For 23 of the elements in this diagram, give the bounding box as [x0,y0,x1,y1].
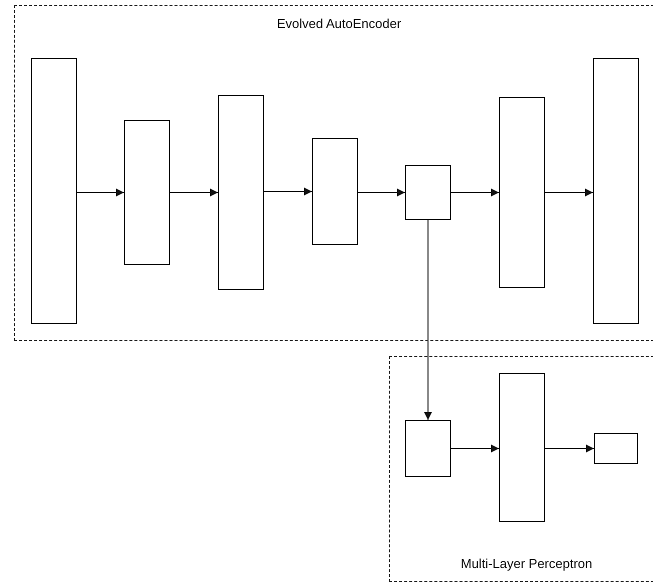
arrow [76,188,124,196]
dashed-group-frame [389,356,653,582]
arrow [264,188,312,196]
group-title: Evolved AutoEncoder [276,16,402,31]
layer-box [218,95,264,290]
arrow [544,188,594,196]
dashed-group-frame [14,5,653,341]
layer-box [499,373,545,522]
layer-box [312,138,358,245]
layer-box [31,58,77,324]
arrow [450,444,500,452]
layer-box [499,97,545,288]
group-title: Multi-Layer Perceptron [460,556,594,571]
arrow [450,188,500,196]
layer-box [594,433,638,464]
arrow [358,188,406,196]
layer-box [124,120,170,265]
layer-box [405,165,451,220]
arrow [170,188,218,196]
arrow [544,444,594,452]
layer-box [405,420,451,477]
layer-box [593,58,639,324]
arrow [424,220,432,420]
